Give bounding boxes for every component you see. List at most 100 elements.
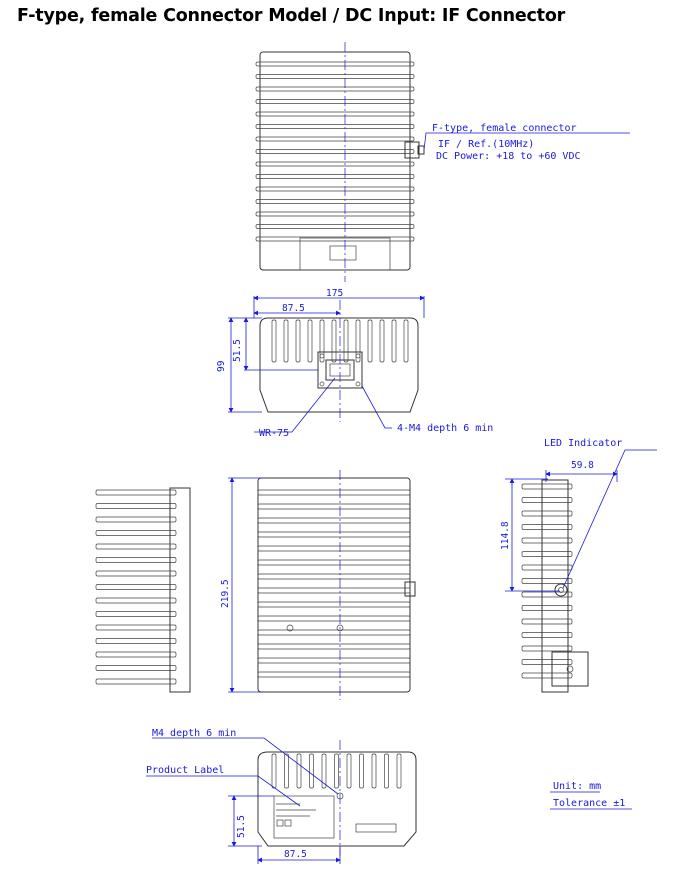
dimension-87-5-bottom: 87.5 — [284, 849, 307, 860]
heatsink-fin-end — [284, 753, 289, 789]
heatsink-fin — [257, 503, 411, 510]
heatsink-fin — [257, 587, 411, 594]
heatsink-fin-end — [346, 753, 352, 789]
heatsink-fin — [95, 543, 177, 550]
heatsink-fin-end — [367, 319, 373, 363]
heatsink-fin-end — [271, 319, 277, 363]
heatsink-fin — [255, 74, 415, 79]
heatsink-fin-end — [359, 753, 364, 789]
heatsink-fin — [521, 645, 573, 652]
heatsink-fin — [521, 591, 573, 598]
heatsink-fin-end — [295, 319, 301, 363]
heatsink-fin-end — [296, 753, 302, 789]
page-title: F-type, female Connector Model / DC Inpu… — [17, 6, 566, 26]
heatsink-fin — [255, 136, 415, 142]
dimension-51-5-top: 51.5 — [232, 339, 243, 362]
heatsink-fin — [95, 597, 177, 604]
dimension-219-5: 219.5 — [220, 579, 231, 608]
heatsink-fin — [521, 659, 573, 665]
heatsink-fin — [521, 618, 573, 625]
heatsink-fin — [521, 578, 573, 584]
heatsink-fin — [255, 149, 415, 154]
heatsink-fin — [95, 503, 177, 509]
led-callout: LED Indicator — [544, 438, 622, 449]
heatsink-fin — [95, 638, 177, 644]
heatsink-fin — [95, 530, 177, 536]
heatsink-fin-end — [403, 319, 409, 363]
heatsink-fin-end — [396, 753, 402, 789]
heatsink-fin — [255, 111, 415, 117]
heatsink-fin — [521, 672, 573, 679]
heatsink-fin-end — [343, 319, 349, 363]
heatsink-fin-end — [331, 319, 337, 363]
heatsink-fin — [95, 516, 177, 523]
heatsink-fin-end — [307, 319, 313, 363]
heatsink-fin — [95, 489, 177, 496]
front-view — [228, 295, 425, 433]
heatsink-fin-end — [391, 319, 397, 363]
dimension-87-5-top: 87.5 — [282, 303, 305, 314]
heatsink-fin-end — [379, 319, 385, 363]
heatsink-fin — [257, 559, 411, 566]
right-side-view — [505, 449, 657, 693]
heatsink-fin — [521, 524, 573, 530]
heatsink-fin — [255, 86, 415, 92]
heatsink-fin — [521, 605, 573, 611]
heatsink-fin — [255, 61, 415, 67]
heatsink-fin — [257, 545, 411, 552]
heatsink-fin — [521, 510, 573, 517]
heatsink-fin — [521, 551, 573, 557]
heatsink-fin-end — [371, 753, 377, 789]
heatsink-fin-end — [384, 753, 389, 789]
heatsink-fin — [521, 537, 573, 544]
heatsink-fin — [257, 629, 411, 636]
heatsink-fin-end — [334, 753, 339, 789]
heatsink-fin — [521, 497, 573, 503]
heatsink-fin — [257, 657, 411, 664]
m4-bottom-callout: M4 depth 6 min — [152, 728, 236, 739]
heatsink-fin — [257, 573, 411, 580]
product-label-callout: Product Label — [146, 765, 224, 776]
heatsink-fin-end — [355, 319, 361, 363]
heatsink-fin — [257, 643, 411, 650]
dimension-175: 175 — [326, 288, 343, 299]
top-view — [255, 42, 630, 282]
rear-view — [146, 737, 417, 864]
heatsink-fin — [257, 671, 411, 678]
heatsink-fin — [257, 531, 411, 538]
unit-note: Unit: mm — [553, 781, 601, 792]
heatsink-fin — [95, 678, 177, 685]
heatsink-fin — [95, 624, 177, 631]
heatsink-fin — [521, 483, 573, 490]
heatsink-fin — [255, 236, 415, 242]
dc-power-callout: DC Power: +18 to +60 VDC — [436, 151, 581, 162]
dimension-114-8: 114.8 — [500, 521, 511, 550]
heatsink-fin-end — [319, 319, 325, 363]
if-ref-callout: IF / Ref.(10MHz) — [438, 139, 534, 150]
heatsink-fin — [95, 665, 177, 671]
dimension-51-5-bottom: 51.5 — [236, 815, 247, 838]
heatsink-fin — [521, 632, 573, 638]
heatsink-fin — [521, 564, 573, 571]
heatsink-fin — [95, 584, 177, 590]
heatsink-fin — [257, 489, 411, 496]
heatsink-fin — [95, 570, 177, 577]
heatsink-fin — [257, 517, 411, 524]
heatsink-fin-end — [271, 753, 277, 789]
wr75-callout: WR-75 — [259, 428, 289, 439]
heatsink-fin — [255, 174, 415, 179]
dimension-59-8: 59.8 — [571, 460, 594, 471]
left-side-view — [95, 487, 191, 693]
dimension-99: 99 — [216, 360, 227, 372]
heatsink-fin — [255, 161, 415, 167]
heatsink-fin — [257, 615, 411, 622]
connector-callout: F-type, female connector — [432, 123, 577, 134]
heatsink-fin — [95, 651, 177, 658]
heatsink-fin — [255, 124, 415, 129]
heatsink-fin — [255, 211, 415, 217]
bottom-view — [228, 470, 416, 700]
heatsink-fin — [255, 199, 415, 204]
heatsink-fin-end — [283, 319, 289, 363]
heatsink-fin-end — [321, 753, 327, 789]
